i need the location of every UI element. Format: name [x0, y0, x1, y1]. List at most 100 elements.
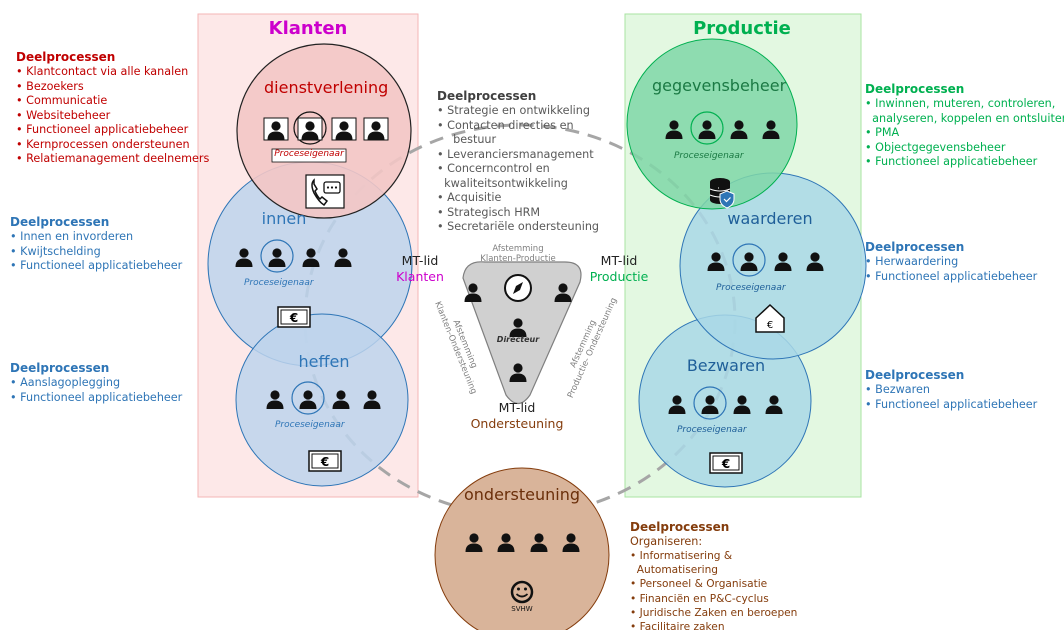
- mt-role: Klanten: [396, 269, 444, 284]
- dienstverlening-circle: [236, 43, 412, 219]
- list-item: Contacten directies en: [437, 119, 599, 134]
- list-item: Functioneel applicatiebeheer: [865, 155, 1064, 170]
- waarderen-proceseigenaar: Proceseigenaar: [716, 283, 786, 293]
- list-title: Deelprocessen: [865, 82, 965, 96]
- list-title: Deelprocessen: [865, 368, 965, 382]
- list-item: Automatisering: [636, 564, 719, 577]
- svhw-label: SVHW: [511, 605, 533, 613]
- innen-deelprocessen: Deelprocessen Innen en invorderen Kwijts…: [10, 215, 182, 274]
- mt-role: Productie: [589, 269, 649, 284]
- list-item: Bezwaren: [865, 383, 1037, 398]
- compass-icon: [504, 274, 532, 302]
- waarderen-title: waarderen: [727, 209, 813, 228]
- innen-euro-icon: €: [277, 306, 311, 328]
- list-title: Deelprocessen: [865, 240, 965, 254]
- list-title: Deelprocessen: [10, 361, 110, 375]
- list-item: kwaliteitsontwikkeling: [444, 176, 568, 190]
- list-item: Functioneel applicatiebeheer: [10, 391, 182, 406]
- bezwaren-deelprocessen: Deelprocessen Bezwaren Functioneel appli…: [865, 368, 1037, 412]
- list-item: Relatiemanagement deelnemers: [16, 152, 209, 167]
- list-item: Objectgegevensbeheer: [865, 141, 1064, 156]
- list-item: bestuur: [453, 133, 497, 146]
- dienstverlening-deelprocessen: Deelprocessen Klantcontact via alle kana…: [16, 50, 209, 167]
- svg-text:€: €: [721, 457, 730, 471]
- ondersteuning-intro: Organiseren:: [630, 535, 703, 548]
- list-item: Facilitaire zaken: [630, 620, 797, 634]
- list-title: Deelprocessen: [630, 520, 730, 534]
- list-item: Kwijtschelding: [10, 245, 182, 260]
- list-item: Innen en invorderen: [10, 230, 182, 245]
- list-item: Aanslagoplegging: [10, 376, 182, 391]
- list-item: Secretariële ondersteuning: [437, 220, 599, 235]
- list-item: Leveranciersmanagement: [437, 148, 599, 163]
- list-item: Bezoekers: [16, 80, 209, 95]
- gegevensbeheer-deelprocessen: Deelprocessen Inwinnen, muteren, control…: [865, 82, 1064, 170]
- list-item: Informatisering &: [630, 549, 797, 563]
- directie-deelprocessen: Deelprocessen Strategie en ontwikkeling …: [437, 89, 599, 235]
- productie-title: Productie: [693, 18, 791, 39]
- svg-text:€: €: [767, 320, 773, 331]
- svg-text:€: €: [320, 455, 329, 469]
- gegevensbeheer-people: [665, 111, 780, 145]
- innen-title: innen: [261, 209, 307, 228]
- mt-lid-productie: MT-lid Productie: [582, 253, 656, 285]
- mt-label: MT-lid: [498, 400, 536, 415]
- dienstverlening-proceseigenaar: Proceseigenaar: [274, 149, 344, 159]
- list-item: Kernprocessen ondersteunen: [16, 138, 209, 153]
- heffen-list: Aanslagoplegging Functioneel applicatieb…: [10, 376, 182, 405]
- gegevensbeheer-circle: [626, 38, 798, 210]
- list-item: Inwinnen, muteren, controleren,: [865, 97, 1064, 112]
- mt-lid-klanten: MT-lid Klanten: [388, 253, 452, 285]
- list-item: Strategie en ontwikkeling: [437, 104, 599, 119]
- gegevensbeheer-list: Inwinnen, muteren, controleren, analyser…: [865, 97, 1064, 170]
- heffen-title: heffen: [298, 352, 350, 371]
- mt-role: Ondersteuning: [470, 416, 564, 431]
- svg-text:€: €: [289, 311, 298, 325]
- bezwaren-title: Bezwaren: [686, 356, 766, 375]
- innen-proceseigenaar: Proceseigenaar: [244, 278, 314, 288]
- mt-lid-ondersteuning: MT-lid Ondersteuning: [462, 400, 572, 432]
- list-item: Concerncontrol en: [437, 162, 599, 177]
- mt-label: MT-lid: [600, 253, 638, 268]
- ondersteuning-deelprocessen: Deelprocessen Organiseren: Informatiseri…: [630, 520, 797, 634]
- list-item: Herwaardering: [865, 255, 1037, 270]
- bezwaren-proceseigenaar: Proceseigenaar: [677, 425, 747, 435]
- innen-list: Innen en invorderen Kwijtschelding Funct…: [10, 230, 182, 274]
- house-euro-icon: €: [755, 303, 785, 333]
- list-item: Acquisitie: [437, 191, 599, 206]
- heffen-people: [266, 381, 381, 415]
- database-shield-icon: [709, 178, 735, 209]
- waarderen-deelprocessen: Deelprocessen Herwaardering Functioneel …: [865, 240, 1037, 284]
- afstemming-klanten-productie: Afstemming Klanten-Productie: [480, 244, 556, 264]
- waarderen-list: Herwaardering Functioneel applicatiebehe…: [865, 255, 1037, 284]
- list-item: Functioneel applicatiebeheer: [16, 123, 209, 138]
- list-item: Communicatie: [16, 94, 209, 109]
- directie-list: Strategie en ontwikkeling Contacten dire…: [437, 104, 599, 235]
- list-item: Personeel & Organisatie: [630, 577, 797, 591]
- innen-people: [235, 239, 352, 273]
- directeur-label: Directeur: [496, 335, 540, 344]
- klanten-title: Klanten: [268, 18, 348, 39]
- heffen-euro-icon: €: [308, 450, 342, 472]
- heffen-deelprocessen: Deelprocessen Aanslagoplegging Functione…: [10, 361, 182, 405]
- phone-chat-icon: [305, 174, 345, 209]
- gegevensbeheer-title: gegevensbeheer: [652, 76, 787, 95]
- list-title: Deelprocessen: [437, 89, 537, 103]
- list-item: Juridische Zaken en beroepen: [630, 606, 798, 620]
- waarderen-people: [707, 243, 824, 277]
- bezwaren-list: Bezwaren Functioneel applicatiebeheer: [865, 383, 1037, 412]
- heffen-proceseigenaar: Proceseigenaar: [275, 420, 345, 430]
- dienstverlening-people: [263, 111, 389, 163]
- ondersteuning-title: ondersteuning: [464, 485, 580, 504]
- list-item: Strategisch HRM: [437, 206, 599, 221]
- mt-label: MT-lid: [401, 253, 439, 268]
- list-item: Functioneel applicatiebeheer: [865, 398, 1037, 413]
- ondersteuning-list: Informatisering & Automatisering Persone…: [630, 549, 798, 634]
- smiley-icon: [510, 580, 534, 604]
- bezwaren-people: [668, 386, 783, 420]
- dienstverlening-title: dienstverlening: [264, 78, 389, 97]
- ondersteuning-circle: [434, 467, 610, 630]
- dienstverlening-list: Klantcontact via alle kanalen Bezoekers …: [16, 65, 209, 167]
- heffen-circle: [235, 313, 409, 487]
- gegevensbeheer-proceseigenaar: Proceseigenaar: [674, 151, 744, 161]
